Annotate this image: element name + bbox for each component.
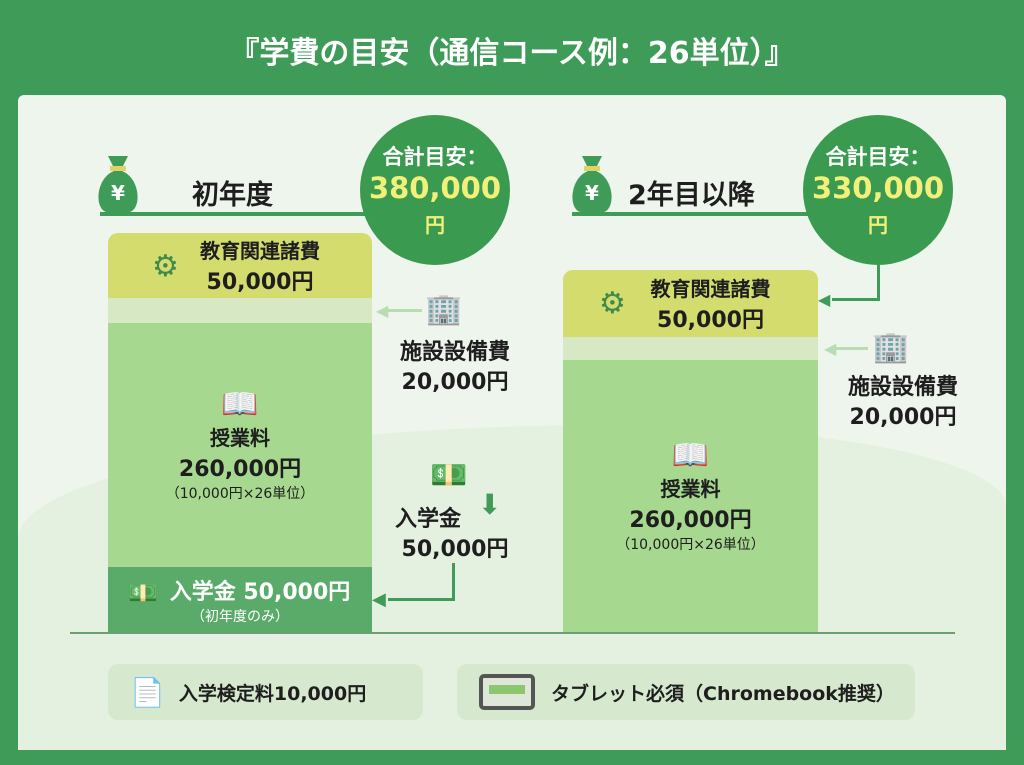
gear-icon: ⚙ (152, 249, 179, 284)
cash-coins-icon: 💵 (430, 458, 468, 493)
segment-amount: 260,000円 (629, 508, 752, 533)
segment-amount: 50,000円 (206, 270, 314, 295)
segment-name: 授業料 (210, 426, 270, 450)
second-year-total-circle: 合計目安： 330,000円 (803, 115, 953, 265)
cash-icon: 💵 (128, 579, 158, 607)
segment-facility-fee (108, 298, 372, 323)
segment-name: 入学金 50,000円 (169, 579, 351, 605)
first-year-heading: 初年度 (192, 180, 273, 211)
arrow-head-icon: ◀ (824, 339, 837, 358)
second-year-heading: 2年目以降 (628, 180, 755, 211)
facility-arrow (834, 347, 868, 350)
connector-line (877, 265, 880, 301)
tablet-box: タブレット必須（Chromebook推奨） (457, 664, 915, 720)
total-value: 380,000円 (368, 171, 502, 237)
first-year-total-circle: 合計目安： 380,000円 (360, 115, 510, 265)
money-bag-icon: ¥ (566, 152, 618, 214)
document-search-icon: 📄 (130, 675, 165, 709)
total-value: 330,000円 (811, 171, 945, 237)
segment-tuition: 📖 授業料 260,000円 （10,000円×26単位） (563, 360, 818, 632)
gear-icon: ⚙ (599, 286, 626, 321)
segment-admission: 💵 入学金 50,000円 （初年度のみ） (108, 567, 372, 632)
total-label: 合計目安： (825, 145, 931, 169)
segment-name: 授業料 (660, 477, 721, 501)
building-icon: 🏢 (872, 330, 910, 365)
segment-amount: 50,000円 (657, 308, 764, 333)
heading-underline (100, 212, 380, 216)
connector-line (452, 563, 455, 601)
arrow-head-icon: ◀ (818, 290, 831, 309)
heading-underline (572, 212, 812, 216)
tablet-text: タブレット必須（Chromebook推奨） (551, 682, 895, 705)
book-icon: 📖 (671, 438, 710, 473)
segment-education-fees: ⚙ 教育関連諸費 50,000円 (108, 233, 372, 298)
arrow-head-icon: ◀ (372, 589, 386, 610)
facility-arrow (382, 309, 422, 312)
book-icon: 📖 (221, 387, 259, 422)
exam-fee-box: 📄 入学検定料10,000円 (108, 664, 423, 720)
down-arrow-icon: ⬇ (478, 488, 502, 521)
segment-facility-fee (563, 337, 818, 360)
segment-note: （10,000円×26単位） (165, 486, 315, 502)
total-label: 合計目安： (382, 145, 488, 169)
segment-amount: 260,000円 (178, 457, 302, 482)
svg-text:¥: ¥ (585, 181, 599, 205)
page-title: 『学費の目安（通信コース例：26単位）』 (229, 36, 795, 71)
segment-tuition: 📖 授業料 260,000円 （10,000円×26単位） (108, 323, 372, 567)
tablet-icon (479, 674, 535, 710)
connector-line (388, 598, 455, 601)
segment-education-fees: ⚙ 教育関連諸費 50,000円 (563, 270, 818, 337)
segment-note: （初年度のみ） (191, 608, 289, 625)
money-bag-icon: ¥ (92, 152, 144, 214)
building-icon: 🏢 (425, 292, 463, 327)
baseline (70, 632, 955, 634)
connector-line (832, 298, 880, 301)
svg-text:¥: ¥ (111, 181, 125, 205)
segment-name: 教育関連諸費 (650, 277, 771, 301)
exam-fee-text: 入学検定料10,000円 (178, 682, 367, 705)
segment-note: （10,000円×26単位） (616, 537, 765, 553)
arrow-head-icon: ◀ (376, 301, 389, 320)
segment-name: 教育関連諸費 (200, 239, 320, 263)
